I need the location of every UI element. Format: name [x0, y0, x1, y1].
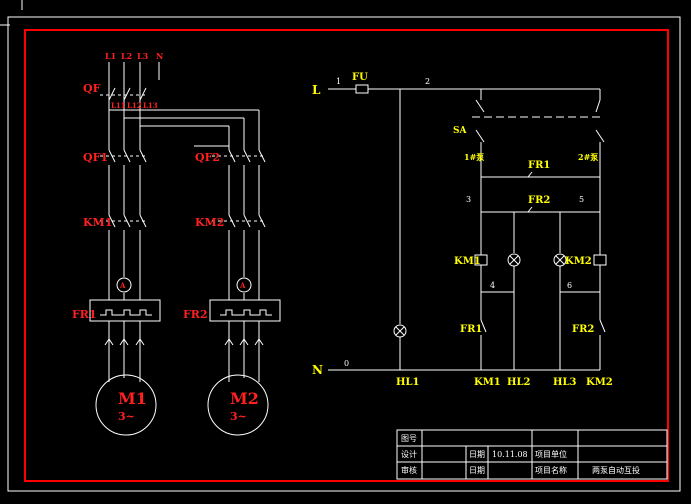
- fuse-label: FU: [352, 72, 368, 83]
- bottom-label-hl1: HL1: [396, 377, 419, 388]
- breaker-label-qf1: QF1: [83, 151, 108, 164]
- aux-label-fr2: FR2: [572, 324, 594, 335]
- wire-number-2: 2: [425, 77, 430, 86]
- title-block-project-name: 两泵自动互投: [592, 465, 640, 475]
- contact-label-fr2: FR2: [528, 195, 550, 206]
- contact-label-fr1: FR1: [528, 160, 550, 171]
- pump1-label: 1#泵: [464, 152, 484, 162]
- bottom-label-km2: KM2: [586, 377, 613, 388]
- coil-label-km1: KM1: [454, 256, 481, 267]
- title-block-date-label: 日期: [469, 450, 485, 459]
- branch-label-l13: L13: [143, 101, 158, 110]
- wire-number-1: 1: [336, 77, 341, 86]
- bottom-label-hl3: HL3: [553, 377, 576, 388]
- title-block-design-label: 设计: [401, 449, 417, 459]
- title-block-project-label: 项目名称: [535, 465, 567, 475]
- ammeter-label-1: A: [119, 281, 126, 290]
- title-block-review-label: 审核: [401, 465, 417, 475]
- wire-number-3: 3: [466, 195, 471, 204]
- ammeter-label-2: A: [239, 281, 246, 290]
- title-block-unit-label: 项目单位: [535, 449, 567, 459]
- wire-number-5: 5: [579, 195, 584, 204]
- title-block: [396, 429, 668, 480]
- title-block-drawing-no-label: 图号: [401, 434, 417, 443]
- wire-number-6: 6: [567, 281, 572, 290]
- coil-label-km2: KM2: [565, 256, 592, 267]
- bottom-label-km1: KM1: [474, 377, 501, 388]
- sheet-border: [7, 16, 681, 492]
- phase-label-n: N: [156, 51, 163, 61]
- motor-phase-m1: 3~: [118, 410, 135, 423]
- motor-label-m2: M2: [230, 389, 259, 408]
- wire-number-4: 4: [490, 281, 495, 290]
- drawing-frame: [24, 29, 669, 482]
- bottom-label-hl2: HL2: [507, 377, 530, 388]
- motor-phase-m2: 3~: [230, 410, 247, 423]
- contactor-label-km1: KM1: [83, 216, 112, 229]
- relay-label-fr2: FR2: [183, 308, 208, 321]
- pump2-label: 2#泵: [578, 152, 598, 162]
- control-circuit: [328, 84, 607, 371]
- phase-label-l3: L3: [137, 51, 149, 61]
- title-block-date-label-2: 日期: [469, 466, 485, 475]
- line-l-label: L: [312, 83, 321, 97]
- switch-label: SA: [453, 126, 467, 136]
- contactor-label-km2: KM2: [195, 216, 224, 229]
- breaker-label-qf2: QF2: [195, 151, 220, 164]
- branch-label-l11: L11: [111, 101, 126, 110]
- main-breaker-label: QF: [83, 82, 101, 95]
- wire-number-0: 0: [344, 359, 349, 368]
- aux-label-fr1: FR1: [460, 324, 482, 335]
- line-n-label: N: [312, 363, 323, 377]
- relay-label-fr1: FR1: [72, 308, 97, 321]
- power-circuit: [89, 62, 281, 436]
- phase-label-l1: L1: [105, 51, 116, 61]
- phase-label-l2: L2: [121, 51, 132, 61]
- motor-label-m1: M1: [118, 389, 147, 408]
- title-block-date-value: 10.11.08: [492, 450, 528, 459]
- branch-label-l12: L12: [127, 101, 142, 110]
